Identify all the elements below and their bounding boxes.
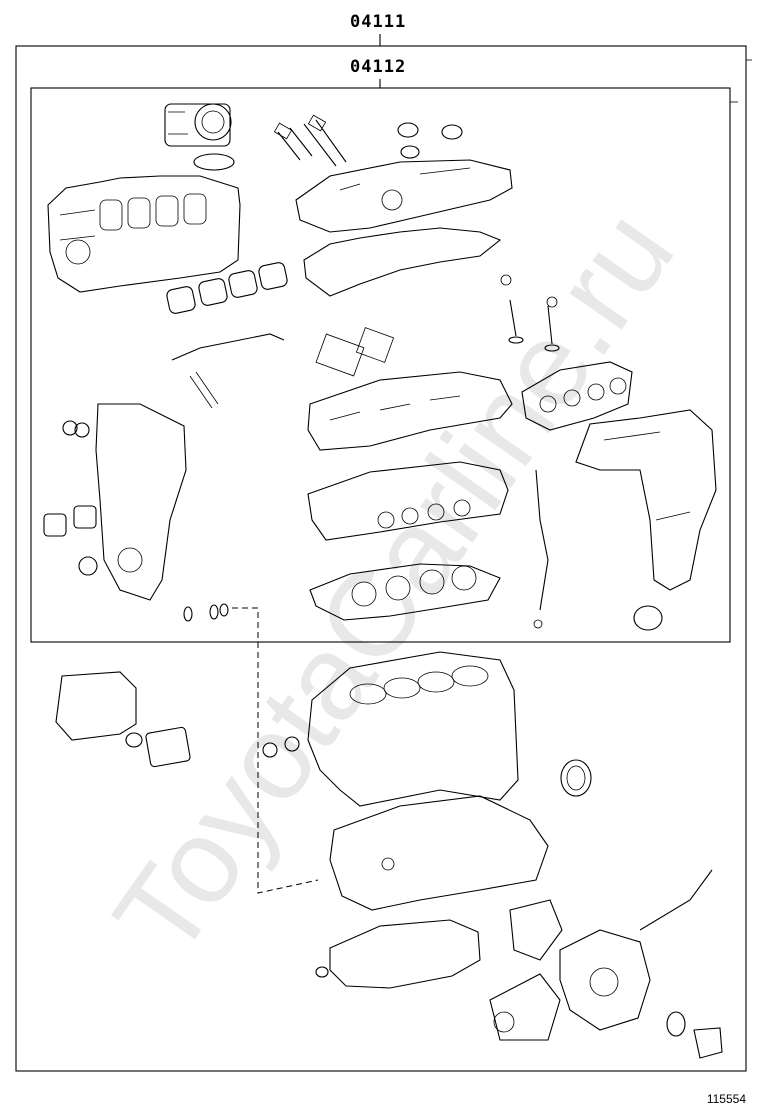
cylinder-head-cover[interactable]: [295, 159, 513, 233]
ignition-coils[interactable]: [273, 114, 347, 167]
exhaust-manifold-gasket[interactable]: [521, 361, 633, 431]
intake-manifold[interactable]: [47, 175, 241, 293]
intake-manifold-gaskets[interactable]: [166, 262, 288, 315]
cylinder-block[interactable]: [307, 651, 519, 807]
fuel-injectors[interactable]: [171, 327, 395, 409]
oil-filter-bracket[interactable]: [489, 899, 563, 1041]
exhaust-manifold[interactable]: [575, 409, 717, 631]
oil-pan-upper[interactable]: [329, 795, 549, 911]
label-04111[interactable]: 04111: [350, 12, 407, 32]
dashed-connector: [232, 607, 319, 894]
outer-kit-frame: [15, 45, 747, 1072]
timing-chain-cover[interactable]: [43, 403, 187, 601]
dipstick-guide[interactable]: [535, 469, 549, 611]
o-rings[interactable]: [183, 603, 229, 622]
throttle-body[interactable]: [164, 103, 232, 147]
valves[interactable]: [500, 274, 560, 352]
left-lower-gaskets[interactable]: [55, 671, 329, 978]
cylinder-head-cover-gasket[interactable]: [303, 227, 502, 297]
rear-oil-seal[interactable]: [560, 759, 592, 797]
figure-number: 115554: [706, 1092, 746, 1106]
oil-filler-cap[interactable]: [397, 122, 463, 159]
cylinder-head-gasket[interactable]: [309, 563, 501, 621]
cylinder-head[interactable]: [307, 461, 509, 541]
label-04112[interactable]: 04112: [350, 57, 407, 77]
inner-kit-frame: [30, 87, 731, 643]
throttle-body-gasket[interactable]: [193, 153, 235, 171]
camshaft-housing[interactable]: [307, 371, 513, 451]
oil-pan-lower[interactable]: [329, 919, 481, 989]
water-pump[interactable]: [559, 869, 713, 1031]
water-inlet[interactable]: [666, 1011, 723, 1059]
